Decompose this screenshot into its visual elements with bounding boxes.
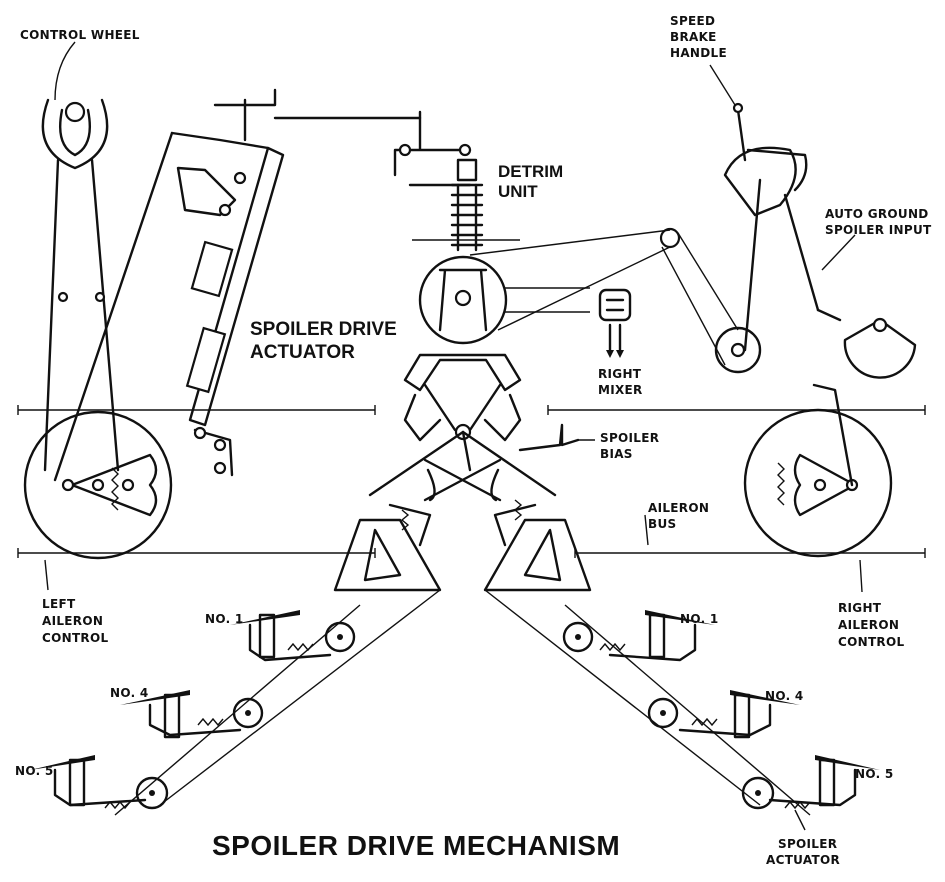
detrim-unit — [412, 158, 520, 252]
spoiler-drive-actuator — [53, 88, 285, 482]
right-sector — [483, 499, 592, 592]
control-wheel-label: CONTROL WHEEL — [20, 28, 140, 42]
spoiler-drive-actuator-label-1: SPOILER DRIVE — [250, 319, 397, 340]
auto-ground-label-1: AUTO GROUND — [825, 207, 929, 221]
speed-brake-label-2: BRAKE — [670, 30, 717, 44]
spoiler-bias — [518, 423, 580, 452]
spoiler-no4-left — [120, 690, 264, 739]
spoiler-cables — [114, 589, 811, 816]
speed-brake-label-3: HANDLE — [670, 46, 727, 60]
spoiler-bias-label-1: SPOILER — [600, 431, 659, 445]
aileron-bus-label-1: AILERON — [648, 501, 709, 515]
detrim-label-1: DETRIM — [498, 162, 563, 181]
right-aileron-label-3: CONTROL — [838, 635, 904, 649]
no5-right-label: NO. 5 — [855, 767, 894, 781]
spoiler-actuator-label-2: ACTUATOR — [766, 853, 840, 867]
left-aileron-drum — [23, 410, 173, 560]
right-mixer-label-2: MIXER — [598, 383, 643, 397]
detrim-label-2: UNIT — [498, 182, 538, 201]
left-aileron-label-1: LEFT — [42, 597, 76, 611]
right-mixer-label-1: RIGHT — [598, 367, 642, 381]
top-linkage — [273, 110, 472, 187]
spoiler-bias-label-2: BIAS — [600, 447, 633, 461]
no1-right-label: NO. 1 — [680, 612, 719, 626]
left-sector — [333, 503, 442, 592]
labels: CONTROL WHEEL SPEED BRAKE HANDLE DETRIM … — [15, 14, 932, 867]
no4-left-label: NO. 4 — [110, 686, 149, 700]
spoiler-no1-right — [562, 610, 715, 662]
spoiler-no5-left — [30, 755, 169, 810]
no5-left-label: NO. 5 — [15, 764, 54, 778]
auto-ground-label-2: SPOILER INPUT — [825, 223, 932, 237]
spoiler-no4-right — [647, 690, 800, 739]
no1-left-label: NO. 1 — [205, 612, 244, 626]
central-mixer — [368, 255, 557, 502]
spoiler-drive-actuator-label-2: ACTUATOR — [250, 342, 355, 363]
left-aileron-label-2: AILERON — [42, 614, 103, 628]
control-wheel — [41, 98, 120, 472]
diagram-title: SPOILER DRIVE MECHANISM — [212, 830, 620, 861]
speed-brake-label-1: SPEED — [670, 14, 715, 28]
spoiler-no5-right — [741, 755, 880, 810]
spoiler-actuator-label-1: SPOILER — [778, 837, 837, 851]
leader-lines — [44, 41, 863, 831]
no4-right-label: NO. 4 — [765, 689, 804, 703]
right-aileron-label-2: AILERON — [838, 618, 899, 632]
aileron-bus-label-2: BUS — [648, 517, 676, 531]
spoiler-no1-left — [230, 610, 356, 662]
right-mixer — [505, 287, 632, 358]
speed-brake-linkage — [469, 102, 917, 379]
right-aileron-label-1: RIGHT — [838, 601, 882, 615]
right-aileron-drum — [743, 383, 893, 558]
left-aileron-label-3: CONTROL — [42, 631, 108, 645]
